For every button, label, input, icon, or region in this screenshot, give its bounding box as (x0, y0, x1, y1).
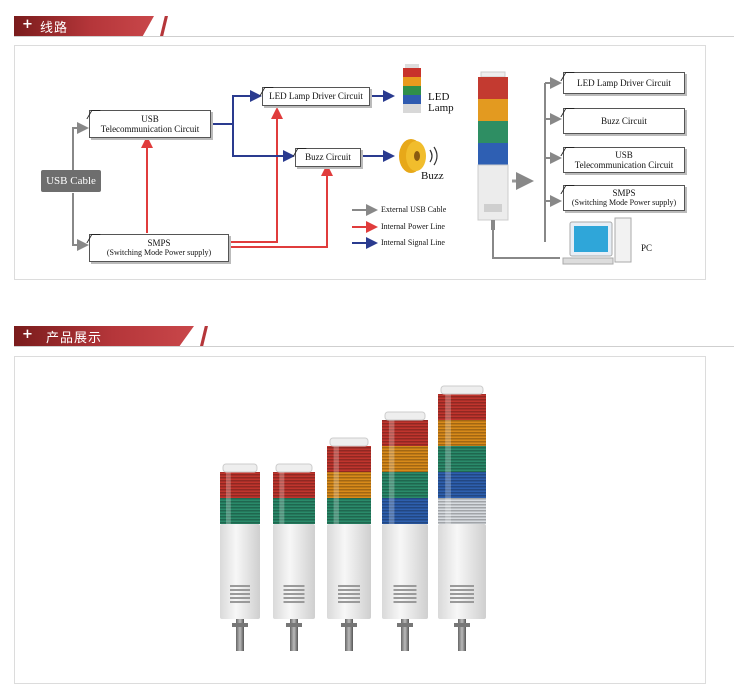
section-title: 产品展示 (46, 331, 103, 346)
legend-power: Internal Power Line (381, 222, 445, 231)
usb-circuit-box: USB Telecommunication Circuit (89, 110, 211, 138)
usb-cable-box: USB Cable (41, 170, 101, 192)
circuit-diagram-panel: USB Cable USB Telecommunication Circuit … (14, 45, 706, 280)
right-usb-box: USB Telecommunication Circuit (563, 147, 685, 173)
buzzer-icon (399, 139, 438, 173)
product-image-panel (14, 356, 706, 684)
computer-icon (562, 217, 632, 265)
signal-tower-5 (438, 385, 486, 651)
buzz-circuit-box: Buzz Circuit (295, 148, 361, 167)
section-header-products: + 产品展示 (14, 326, 750, 347)
plus-icon: + (22, 327, 33, 342)
signal-tower-1 (220, 463, 260, 651)
section-header-circuit: + 线路 (14, 16, 750, 37)
legend-signal: Internal Signal Line (381, 238, 445, 247)
signal-tower-3 (327, 437, 371, 651)
signal-tower-icon (477, 71, 509, 230)
signal-tower-4 (382, 411, 428, 651)
product-towers-image (220, 385, 486, 651)
led-lamp-icon (403, 64, 421, 113)
right-buzz-circuit-box: Buzz Circuit (563, 108, 685, 134)
right-smps-box: SMPS (Switching Mode Power supply) (563, 185, 685, 211)
led-driver-box: LED Lamp Driver Circuit (262, 87, 370, 106)
connection-lines (72, 64, 632, 265)
legend-external: External USB Cable (381, 205, 447, 214)
plus-icon: + (22, 17, 33, 32)
right-led-driver-box: LED Lamp Driver Circuit (563, 72, 685, 94)
section-title: 线路 (40, 21, 69, 36)
smps-box: SMPS (Switching Mode Power supply) (89, 234, 229, 262)
buzz-label: Buzz (421, 170, 444, 182)
signal-tower-2 (273, 463, 315, 651)
pc-label: PC (641, 243, 653, 253)
led-lamp-label: LED Lamp (428, 91, 454, 114)
